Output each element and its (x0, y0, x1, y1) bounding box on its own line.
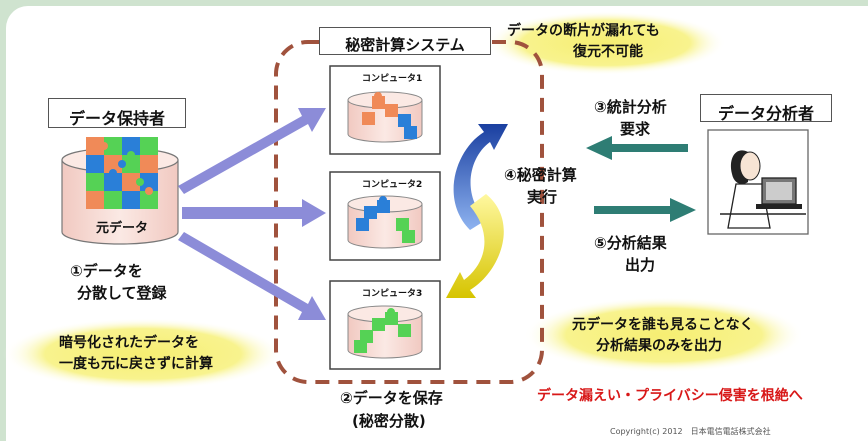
step3-line2: 要求 (620, 120, 651, 138)
output-note-glow (524, 297, 804, 373)
encrypted-note-glow (3, 318, 283, 390)
step1-line1: ①データを (70, 262, 143, 280)
step1-line2: 分散して登録 (77, 284, 167, 302)
analyst-box: データ分析者 (700, 94, 832, 123)
puzzle-fragments (354, 92, 417, 353)
output-note-line1: 元データを誰も見ることなく (572, 317, 754, 333)
step4-line1: ④秘密計算 (504, 166, 577, 184)
arrow-icon (178, 108, 326, 320)
computer2-label: コンピュータ2 (362, 180, 423, 190)
teal-arrows (586, 136, 696, 222)
headline: データ漏えい・プライバシー侵害を根絶へ (537, 388, 803, 404)
output-note-line2: 分析結果のみを出力 (596, 338, 722, 354)
system-title-box: 秘密計算システム (319, 27, 491, 55)
person-icon (707, 129, 809, 235)
computer1-label: コンピュータ1 (362, 74, 423, 84)
step2-line1: ②データを保存 (340, 389, 443, 407)
holder-box: データ保持者 (48, 98, 186, 128)
puzzle-icon (86, 137, 158, 209)
cycle-arrow-icon (446, 124, 508, 298)
encrypted-note-line2: 一度も元に戻さずに計算 (59, 356, 213, 372)
leak-note-line2: 復元不可能 (573, 44, 643, 60)
holder-label: データ保持者 (68, 109, 165, 128)
step5-line1: ⑤分析結果 (594, 234, 667, 252)
step4-line2: 実行 (527, 188, 558, 206)
copyright: Copyright(c) 2012 日本電信電話株式会社 (610, 427, 771, 436)
step2-line2: (秘密分散) (352, 412, 426, 430)
leak-note-glow (486, 11, 726, 75)
step5-line2: 出力 (625, 256, 656, 274)
analyst-label: データ分析者 (717, 104, 814, 123)
leak-note-line1: データの断片が漏れても (507, 23, 660, 39)
original-data-label: 元データ (96, 221, 149, 236)
system-title: 秘密計算システム (345, 36, 465, 54)
step3-line1: ③統計分析 (594, 98, 667, 116)
computer3-label: コンピュータ3 (362, 289, 423, 299)
encrypted-note-line1: 暗号化されたデータを (59, 335, 199, 351)
